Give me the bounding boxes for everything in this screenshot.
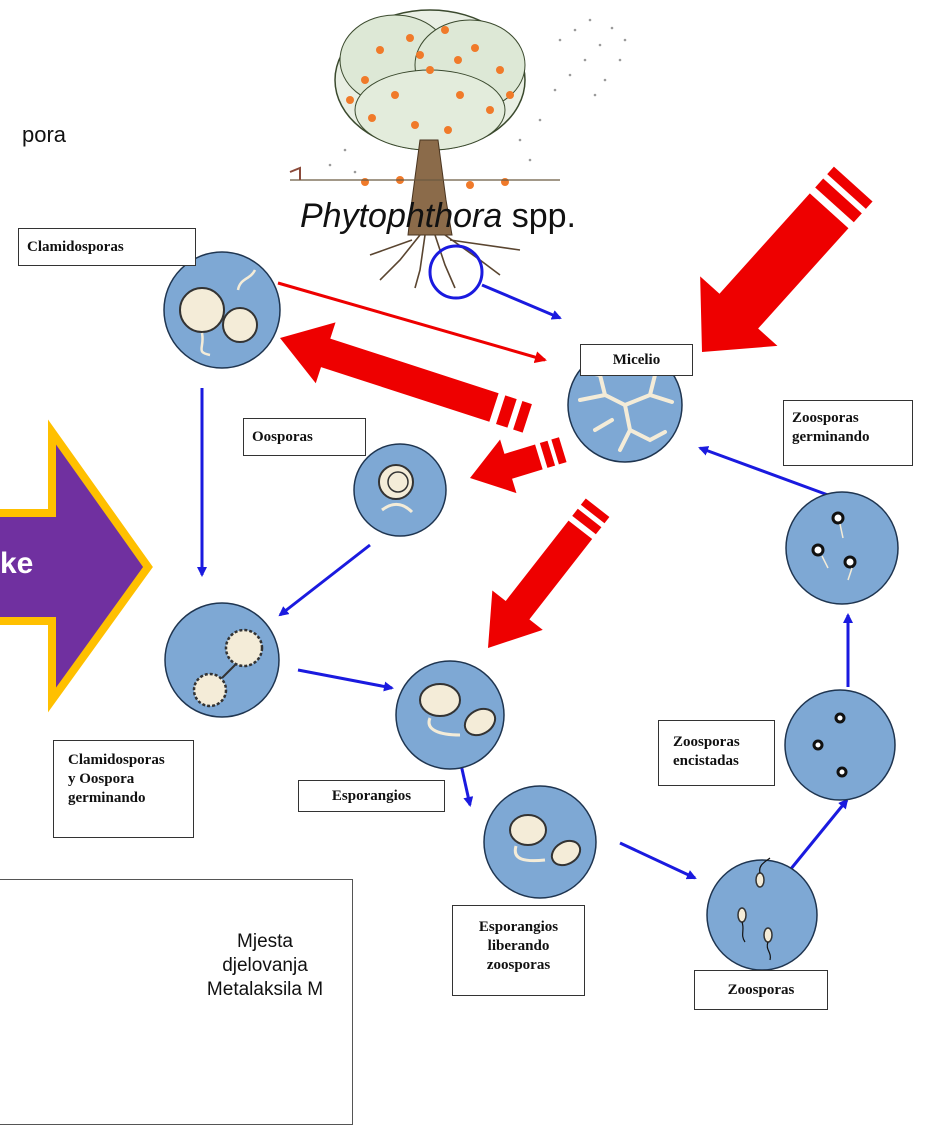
blue-arrows bbox=[197, 283, 853, 880]
orange-tree-illustration bbox=[232, 0, 632, 300]
label-zoosporas-encistadas: Zoosporas encistadas bbox=[658, 720, 775, 786]
purple-arrow bbox=[0, 419, 153, 713]
purple-arrow-label: ke bbox=[0, 547, 34, 580]
legend-text: Mjesta djelovanja Metalaksila M bbox=[206, 931, 324, 1000]
intro-text: pora bbox=[22, 122, 67, 147]
label-esporangios: Esporangios bbox=[298, 780, 445, 812]
red-action-arrows bbox=[280, 166, 873, 648]
label-micelio: Micelio bbox=[580, 344, 693, 376]
label-zoosporas-germinando: Zoosporas germinando bbox=[783, 400, 913, 466]
label-zoosporas: Zoosporas bbox=[694, 970, 828, 1010]
legend-box bbox=[0, 879, 353, 1125]
label-clamidosporas-oospora-germinando: Clamidosporas y Oospora germinando bbox=[53, 740, 194, 838]
title: Phytophthora spp. bbox=[300, 197, 576, 235]
cell-contents bbox=[179, 269, 857, 961]
label-esporangios-liberando: Esporangios liberando zoosporas bbox=[452, 905, 585, 996]
red-thin-arrow bbox=[277, 281, 547, 363]
label-oosporas: Oosporas bbox=[243, 418, 366, 456]
label-clamidosporas: Clamidosporas bbox=[18, 228, 196, 266]
